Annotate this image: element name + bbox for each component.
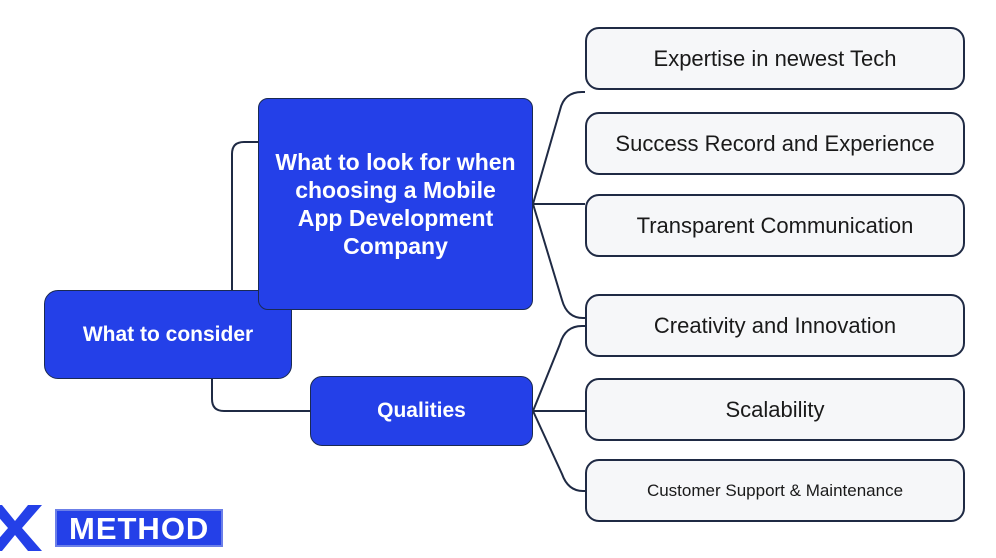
node-leaf-transparent-communication[interactable]: Transparent Communication	[585, 194, 965, 257]
connector-branch-top-to-leaf-1	[532, 91, 585, 205]
connector-branch-bottom-to-leaf-4	[532, 325, 585, 412]
node-root-label: What to consider	[82, 322, 254, 346]
node-leaf-creativity-and-innovation[interactable]: Creativity and Innovation	[585, 294, 965, 357]
node-leaf-label: Success Record and Experience	[615, 130, 935, 156]
brand-wordmark-text: METHOD	[69, 510, 210, 546]
node-leaf-scalability[interactable]: Scalability	[585, 378, 965, 441]
brand-logo: METHOD	[0, 503, 224, 553]
connector-branch-bottom-to-leaf-6	[532, 410, 585, 492]
x-mark-icon	[0, 505, 42, 551]
connector-branch-top-to-leaf-3	[532, 203, 585, 319]
node-leaf-label: Transparent Communication	[636, 212, 914, 238]
node-leaf-label: Creativity and Innovation	[653, 312, 897, 338]
node-branch-what-to-look-for[interactable]: What to look for when choosing a Mobile …	[258, 98, 533, 310]
node-branch-qualities-label: Qualities	[377, 399, 466, 423]
node-branch-what-to-look-for-label: What to look for when choosing a Mobile …	[275, 148, 516, 260]
node-leaf-label: Expertise in newest Tech	[653, 45, 897, 71]
node-root[interactable]: What to consider	[44, 290, 292, 379]
node-leaf-customer-support-and-maintenance[interactable]: Customer Support & Maintenance	[585, 459, 965, 522]
node-leaf-success-record-and-experience[interactable]: Success Record and Experience	[585, 112, 965, 175]
node-leaf-label: Scalability	[725, 396, 825, 422]
connector-root-to-branch-bottom	[211, 379, 310, 412]
node-leaf-label: Customer Support & Maintenance	[646, 480, 904, 500]
node-branch-qualities[interactable]: Qualities	[310, 376, 533, 446]
brand-wordmark: METHOD	[55, 509, 224, 547]
node-leaf-expertise-in-newest-tech[interactable]: Expertise in newest Tech	[585, 27, 965, 90]
connector-root-to-branch-top	[231, 141, 258, 290]
